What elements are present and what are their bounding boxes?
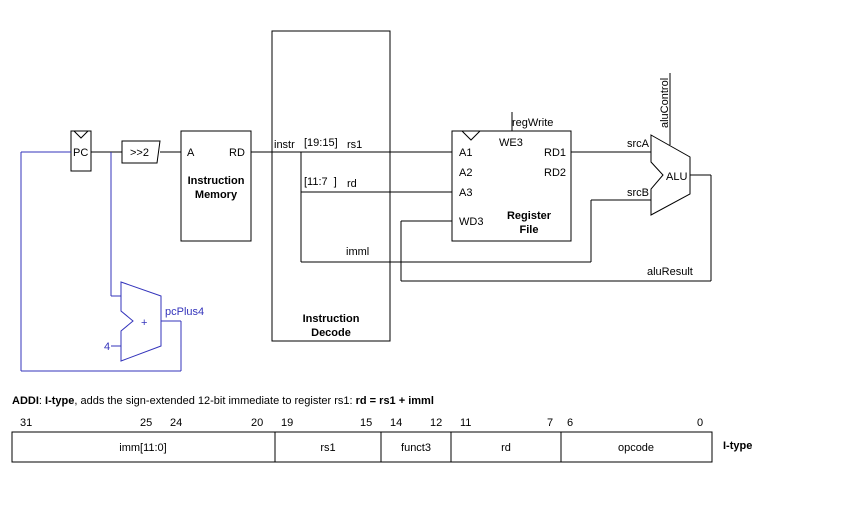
shift-label: >>2 (130, 147, 149, 159)
pc-adder (120, 281, 162, 362)
field-11-7-label: [11:7 ] (304, 176, 337, 188)
bit-25: 25 (140, 417, 152, 429)
regfile-a2-port: A2 (459, 167, 472, 179)
caption-separator: : (38, 395, 46, 407)
bit-14: 14 (390, 417, 402, 429)
instr-label: instr (274, 139, 295, 151)
decode-title-2: Decode (311, 327, 351, 339)
field-funct3: funct3 (401, 442, 431, 454)
instruction-desc: , adds the sign-extended 12-bit immediat… (74, 395, 356, 407)
imem-title-1: Instruction (188, 175, 245, 187)
regfile-title-1: Register (507, 210, 552, 222)
shift-block (121, 140, 161, 164)
imml-wire-label: imml (346, 246, 369, 258)
decode-title-1: Instruction (303, 313, 360, 325)
rs1-wire-label: rs1 (347, 139, 362, 151)
alucontrol-label: aluControl (659, 78, 671, 128)
regwrite-label: regWrite (512, 117, 553, 129)
field-opcode: opcode (618, 442, 654, 454)
regfile-title-2: File (520, 224, 539, 236)
field-19-15-label: [19:15] (304, 137, 338, 149)
bit-19: 19 (281, 417, 293, 429)
imem-a-port: A (187, 147, 195, 159)
rd-wire-label: rd (347, 178, 357, 190)
regfile-a3-port: A3 (459, 187, 472, 199)
alu-label: ALU (666, 171, 687, 183)
regfile-wd3-port: WD3 (459, 216, 483, 228)
bit-20: 20 (251, 417, 263, 429)
pc-label: PC (73, 147, 88, 159)
instruction-decode-block (271, 30, 391, 342)
alu-block (650, 134, 691, 216)
regfile-we3-port: WE3 (499, 137, 523, 149)
aluresult-label: aluResult (647, 266, 693, 278)
regfile-clock-marker (461, 130, 481, 141)
bit-31: 31 (20, 417, 32, 429)
pc-register (70, 130, 92, 172)
bit-6: 6 (567, 417, 573, 429)
bit-12: 12 (430, 417, 442, 429)
encoding-table (11, 431, 713, 463)
field-imm: imm[11:0] (119, 442, 166, 454)
instruction-formula: rd = rs1 + imml (355, 395, 434, 407)
bit-0: 0 (697, 417, 703, 429)
field-rd: rd (501, 442, 511, 454)
instruction-description: ADDI: I-type, adds the sign-extended 12-… (12, 395, 434, 407)
field-rs1: rs1 (320, 442, 335, 454)
imem-title-2: Memory (195, 189, 238, 201)
bit-15: 15 (360, 417, 372, 429)
pcplus4-label: pcPlus4 (165, 306, 204, 318)
adder-four-label: 4 (104, 341, 110, 353)
imem-rd-port: RD (229, 147, 245, 159)
srca-label: srcA (627, 138, 650, 150)
bit-11: 11 (460, 417, 471, 429)
bit-7: 7 (547, 417, 553, 429)
instruction-name: ADDI (12, 395, 39, 407)
encoding-type-label: I-type (723, 440, 752, 452)
pc-clock-marker (73, 130, 89, 139)
regfile-rd1-port: RD1 (544, 147, 566, 159)
regfile-a1-port: A1 (459, 147, 472, 159)
instruction-type: I-type (45, 395, 75, 407)
regfile-rd2-port: RD2 (544, 167, 566, 179)
adder-plus-label: + (141, 317, 147, 329)
pc-increment-path (20, 151, 182, 372)
bit-24: 24 (170, 417, 182, 429)
srcb-label: srcB (627, 187, 649, 199)
instruction-memory-block (180, 130, 252, 242)
